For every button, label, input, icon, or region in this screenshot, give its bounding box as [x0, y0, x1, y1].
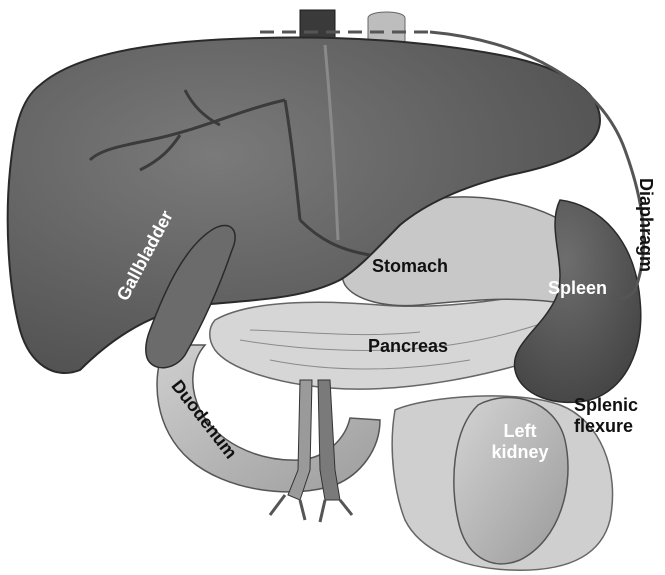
splenic-flexure-line1: Splenic — [574, 395, 638, 416]
spleen-label: Spleen — [548, 278, 607, 299]
splenic-flexure-line2: flexure — [574, 416, 638, 437]
left-kidney-line1: Left — [487, 421, 553, 442]
left-kidney-label: Left kidney — [487, 421, 553, 463]
stomach-label: Stomach — [372, 256, 448, 277]
diaphragm-label: Diaphragm — [635, 178, 656, 272]
pancreas-label: Pancreas — [368, 336, 448, 357]
left-kidney-line2: kidney — [487, 442, 553, 463]
splenic-flexure-label: Splenic flexure — [574, 395, 638, 437]
